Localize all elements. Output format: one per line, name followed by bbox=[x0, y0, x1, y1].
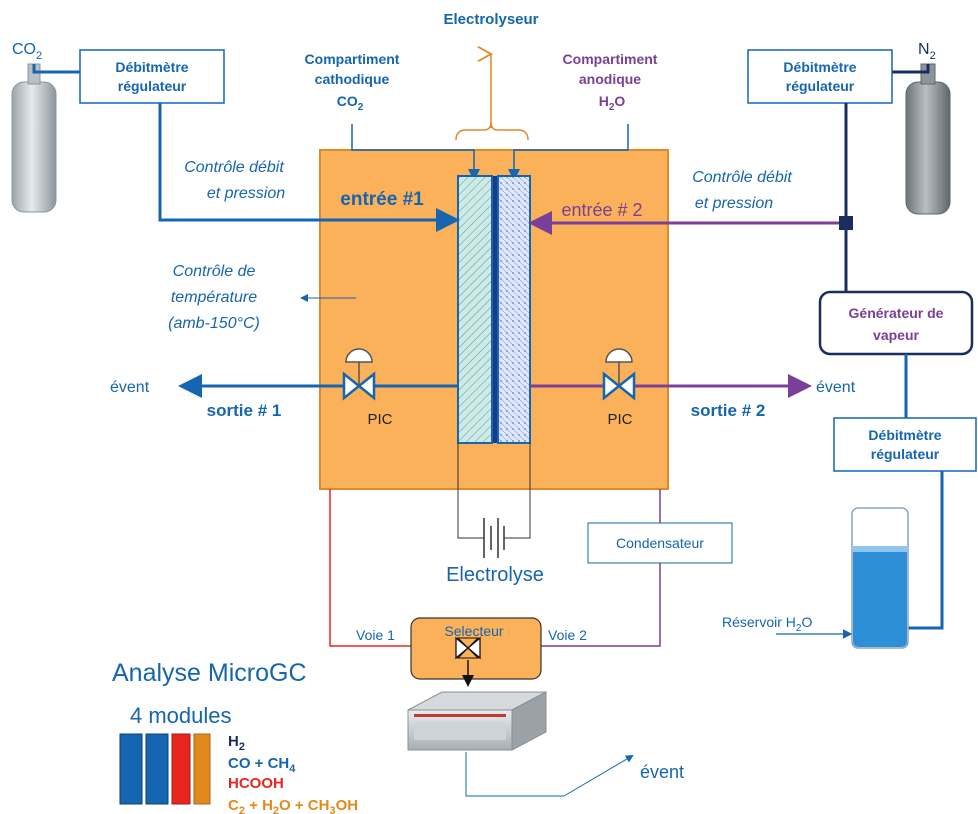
debitmetre-left-line1: Débitmètre bbox=[115, 59, 188, 75]
anode-line1: Compartiment bbox=[563, 51, 658, 67]
debitmetre-right-line1: Débitmètre bbox=[783, 59, 856, 75]
module-h2: H2 bbox=[228, 733, 245, 753]
ctrl-right-line2: et pression bbox=[695, 195, 773, 212]
cathode-compartment bbox=[457, 175, 493, 444]
module-co: CO + CH4 bbox=[228, 755, 296, 775]
event-left-label: évent bbox=[110, 379, 150, 396]
temp-line1: Contrôle de bbox=[173, 263, 256, 280]
co2-line-to-debitmetre bbox=[32, 64, 80, 74]
co2-cylinder-icon bbox=[11, 63, 57, 213]
debitmetre-bottom-line1: Débitmètre bbox=[868, 427, 941, 443]
cathode-line3: CO2 bbox=[337, 93, 364, 113]
reservoir-label: Réservoir H2O bbox=[722, 614, 812, 634]
battery-icon bbox=[483, 518, 505, 558]
sortie1-label: sortie # 1 bbox=[207, 401, 282, 420]
debitmetre-right bbox=[747, 49, 893, 104]
ctrl-left-line1: Contrôle débit bbox=[184, 159, 284, 176]
debitmetre-right-line2: régulateur bbox=[786, 78, 855, 94]
debitmetre-left-line2: régulateur bbox=[118, 78, 187, 94]
generateur-line2: vapeur bbox=[873, 327, 919, 343]
anode-compartment bbox=[497, 175, 531, 444]
debitmetre-bottom-line2: régulateur bbox=[871, 446, 940, 462]
co2-feed-line bbox=[158, 103, 460, 232]
n2-line-to-debitmetre bbox=[892, 64, 930, 74]
electrolyseur-title: Electrolyseur bbox=[443, 11, 538, 28]
condensateur-label: Condensateur bbox=[616, 535, 704, 551]
modules-title: 4 modules bbox=[130, 703, 232, 728]
valve-icon bbox=[602, 348, 636, 401]
water-reservoir-icon bbox=[851, 507, 909, 649]
generateur-line1: Générateur de bbox=[849, 305, 944, 321]
temp-line2: température bbox=[171, 289, 257, 306]
microgc-vent-arrow bbox=[563, 754, 634, 797]
sortie2-label: sortie # 2 bbox=[691, 401, 766, 420]
debitmetre-left bbox=[79, 49, 225, 104]
n2-cylinder-icon bbox=[905, 63, 951, 215]
voie2-label: Voie 2 bbox=[548, 627, 587, 643]
anode-label-line bbox=[508, 124, 629, 181]
ctrl-left-line2: et pression bbox=[207, 185, 285, 202]
n2-junction bbox=[839, 216, 853, 230]
microgc-device-icon bbox=[407, 691, 547, 751]
module-hcooh: HCOOH bbox=[228, 775, 284, 792]
pic-right-label: PIC bbox=[607, 411, 632, 428]
generateur-vapeur bbox=[818, 290, 974, 356]
entree2-label: entrée # 2 bbox=[561, 200, 642, 220]
battery-wire-right bbox=[504, 443, 531, 539]
module-bars bbox=[119, 733, 211, 805]
cathode-line2: cathodique bbox=[315, 71, 390, 87]
voie1-label: Voie 1 bbox=[356, 627, 395, 643]
event-bottom-label: évent bbox=[640, 762, 684, 782]
entree1-label: entrée #1 bbox=[340, 189, 424, 210]
module-c2: C2 + H2O + CH3OH bbox=[228, 797, 358, 814]
cathode-line1: Compartiment bbox=[305, 51, 400, 67]
analyse-title: Analyse MicroGC bbox=[112, 659, 307, 687]
co2-label: CO2 bbox=[12, 41, 42, 62]
valve-icon bbox=[342, 348, 376, 401]
electrolyseur-brace bbox=[455, 121, 529, 141]
pic-left-label: PIC bbox=[367, 411, 392, 428]
battery-wire-left bbox=[457, 443, 484, 539]
anode-line2: anodique bbox=[579, 71, 641, 87]
temp-line3: (amb-150°C) bbox=[168, 315, 260, 332]
cathode-label-line bbox=[351, 124, 480, 181]
n2-label: N2 bbox=[918, 41, 936, 62]
reservoir-line bbox=[908, 471, 944, 630]
selector-valve-icon bbox=[455, 636, 481, 660]
event-right-label: évent bbox=[816, 379, 856, 396]
debitmetre-bottom bbox=[833, 417, 977, 472]
selecteur-label: Selecteur bbox=[444, 623, 503, 639]
microgc-vent-line bbox=[465, 752, 564, 797]
condensateur-box bbox=[587, 522, 733, 564]
anode-line3: H2O bbox=[599, 93, 626, 113]
electrolyse-label: Electrolyse bbox=[446, 564, 544, 586]
ctrl-right-line1: Contrôle débit bbox=[692, 169, 792, 186]
